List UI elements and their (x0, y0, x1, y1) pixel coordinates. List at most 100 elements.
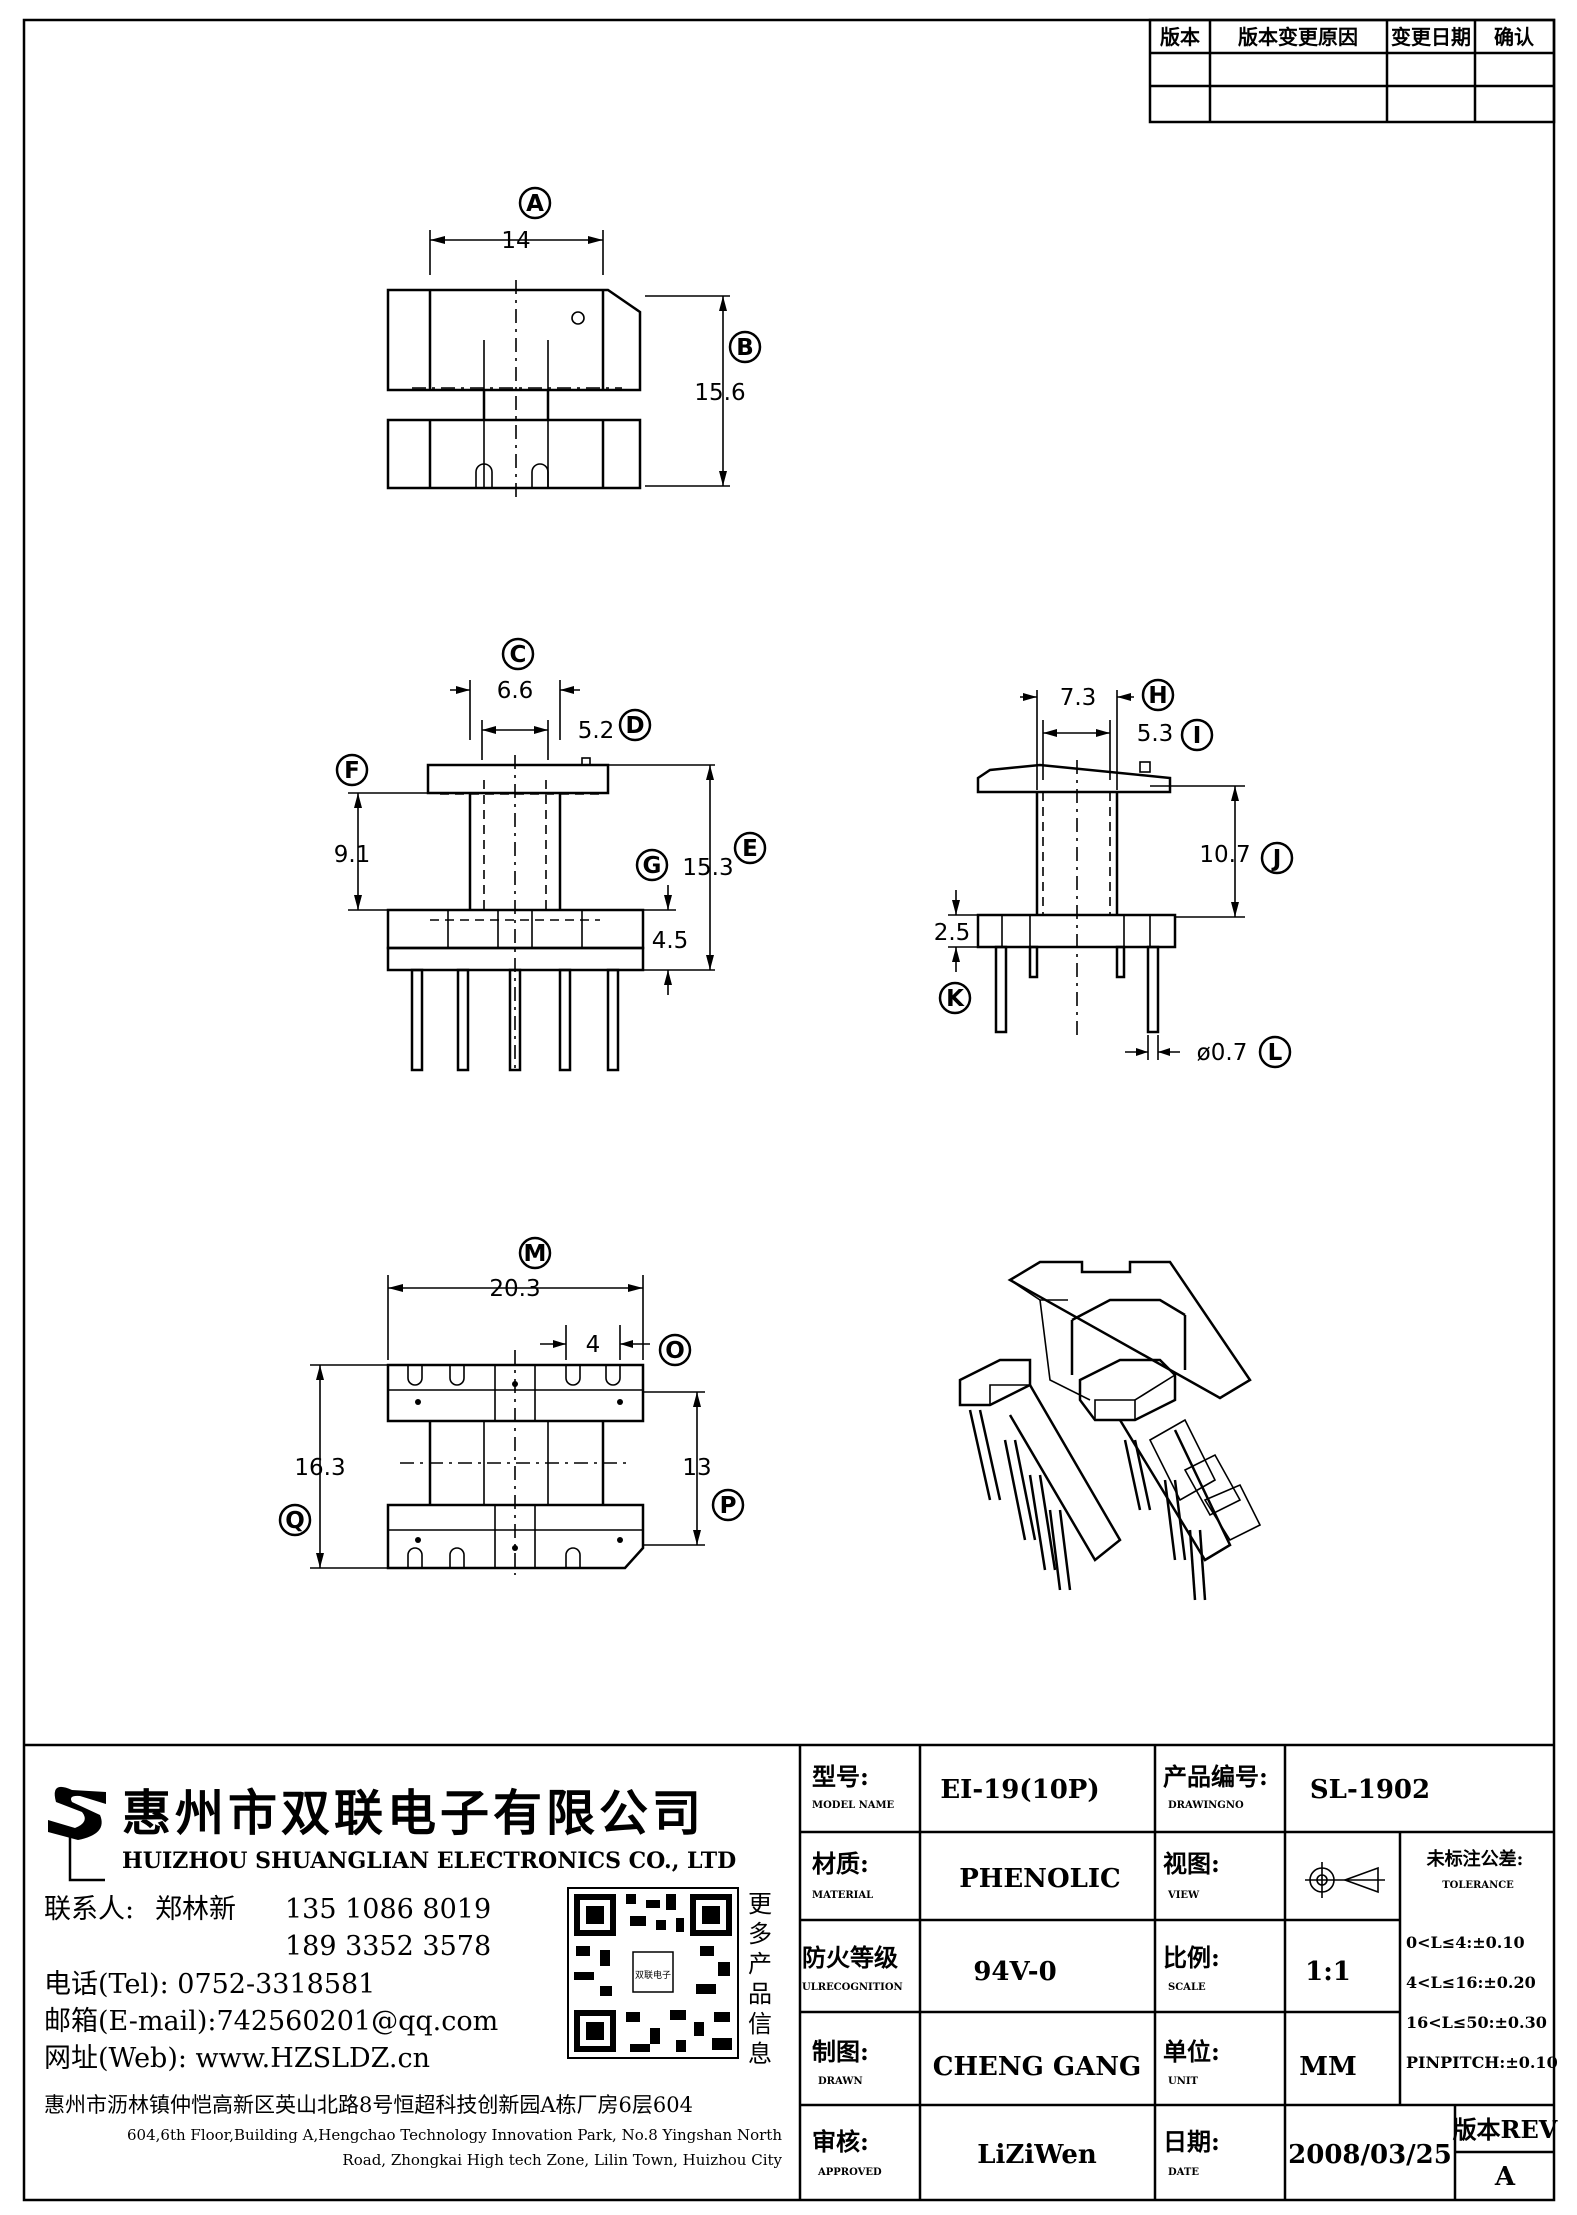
qr-caption-4: 品 (748, 1980, 772, 2008)
dim-F-value: 9.1 (334, 842, 371, 868)
rev-header-version: 版本 (1160, 25, 1200, 49)
qr-caption-5: 信 (748, 2010, 772, 2038)
unit-label-en: UNIT (1168, 2076, 1199, 2087)
model-value: EI-19(10P) (940, 1775, 1099, 1805)
drawing-frame (22, 18, 1556, 2202)
material-label-en: MATERIAL (812, 1890, 873, 1901)
dim-A-value: 14 (501, 228, 530, 254)
date-label: 日期: (1163, 2127, 1220, 2156)
side-view: 7.3 H 5.3 I 10.7 J (934, 678, 1294, 1069)
company-name-en: HUIZHOU SHUANGLIAN ELECTRONICS CO., LTD (122, 1848, 736, 1874)
dim-K-label: K (946, 986, 965, 1012)
company-block: 惠州市双联电子有限公司 HUIZHOU SHUANGLIAN ELECTRONI… (44, 1784, 783, 2169)
contact-phone-2: 189 3352 3578 (285, 1931, 491, 1962)
tolerance-label: 未标注公差: (1427, 1848, 1524, 1870)
fire-rating-label-en: ULRECOGNITION (802, 1982, 903, 1993)
dim-K-value: 2.5 (934, 920, 971, 946)
view-label: 视图: (1163, 1849, 1220, 1878)
dim-D-value: 5.2 (578, 718, 615, 744)
qr-caption-2: 多 (748, 1920, 772, 1948)
dim-O-label: O (665, 1338, 685, 1364)
dim-L-label: L (1268, 1040, 1283, 1066)
contact-name: 郑林新 (155, 1894, 236, 1925)
dim-D-label: D (625, 713, 644, 739)
tolerance-line-1: 0<L≤4:±0.10 (1406, 1933, 1525, 1952)
dim-A-label: A (526, 191, 544, 217)
drawn-label: 制图: (812, 2037, 869, 2066)
company-logo-l (68, 1835, 105, 1882)
isometric-view (958, 1260, 1262, 1601)
dim-C-label: C (510, 642, 527, 668)
company-name-cn: 惠州市双联电子有限公司 (122, 1784, 705, 1842)
dim-H-label: H (1148, 683, 1167, 709)
rev-label: 版本REV (1453, 2115, 1558, 2144)
model-label-en: MODEL NAME (812, 1800, 895, 1811)
date-value: 2008/03/25 (1288, 2140, 1452, 2170)
unit-value: MM (1299, 2052, 1357, 2082)
dim-F-label: F (344, 758, 360, 784)
fire-rating-label: 防火等级 (802, 1943, 898, 1972)
company-logo-s (48, 1786, 106, 1840)
projection-symbol-icon (1305, 1862, 1385, 1898)
scale-label-en: SCALE (1168, 1982, 1206, 1993)
dim-B-label: B (736, 335, 754, 361)
drawing-no-value: SL-1902 (1310, 1775, 1430, 1805)
dim-C-value: 6.6 (497, 678, 534, 704)
drawn-label-en: DRAWN (818, 2076, 863, 2087)
dim-Q-label: Q (285, 1508, 305, 1534)
rev-header-confirm: 确认 (1494, 25, 1535, 49)
dim-J-label: J (1271, 846, 1282, 872)
approved-value: LiZiWen (977, 2140, 1097, 2170)
dim-L-value: ø0.7 (1197, 1040, 1248, 1066)
approved-label: 审核: (812, 2127, 869, 2156)
drawing-no-label-en: DRAWINGNO (1168, 1800, 1244, 1811)
approved-label-en: APPROVED (817, 2167, 882, 2178)
qr-center-label: 双联电子 (635, 1969, 671, 1981)
fire-rating-value: 94V-0 (973, 1957, 1056, 1987)
qr-caption-6: 息 (748, 2040, 772, 2068)
material-value: PHENOLIC (959, 1864, 1120, 1894)
dim-M-label: M (524, 1241, 547, 1267)
contact-phone-1: 135 1086 8019 (285, 1894, 491, 1925)
top-view: 14 A 15.6 B (386, 186, 762, 500)
contact-tel: 电话(Tel): 0752-3318581 (44, 1969, 375, 2000)
revision-table: 版本 版本变更原因 变更日期 确认 (1148, 18, 1556, 124)
model-label: 型号: (812, 1762, 869, 1791)
dim-Q-value: 16.3 (294, 1455, 345, 1481)
scale-value: 1:1 (1305, 1957, 1351, 1987)
dim-P-label: P (720, 1493, 737, 1519)
scale-label: 比例: (1163, 1943, 1220, 1972)
front-view: C 6.6 5.2 D F (334, 637, 767, 1072)
tolerance-line-4: PINPITCH:±0.10 (1406, 2053, 1558, 2072)
dim-I-value: 5.3 (1137, 721, 1174, 747)
view-label-en: VIEW (1167, 1890, 1200, 1901)
material-label: 材质: (812, 1849, 869, 1878)
dim-H-value: 7.3 (1060, 685, 1097, 711)
dim-G-label: G (643, 853, 662, 879)
rev-header-date: 变更日期 (1391, 25, 1471, 49)
dim-I-label: I (1193, 723, 1202, 749)
tolerance-line-3: 16<L≤50:±0.30 (1406, 2013, 1547, 2032)
rev-header-reason: 版本变更原因 (1238, 25, 1358, 49)
dim-J-value: 10.7 (1199, 842, 1250, 868)
contact-email: 邮箱(E-mail):742560201@qq.com (44, 2006, 498, 2037)
drawn-value: CHENG GANG (933, 2052, 1141, 2082)
tolerance-line-2: 4<L≤16:±0.20 (1406, 1973, 1536, 1992)
dim-E-value: 15.3 (682, 855, 733, 881)
qr-code: 双联电子 (567, 1887, 739, 2059)
dim-B-value: 15.6 (694, 380, 745, 406)
title-block-table: 型号: MODEL NAME EI-19(10P) 产品编号: DRAWINGN… (800, 1745, 1558, 2200)
contact-web: 网址(Web): www.HZSLDZ.cn (44, 2043, 430, 2074)
dim-M-value: 20.3 (489, 1276, 540, 1302)
dim-O-value: 4 (586, 1332, 601, 1358)
qr-caption-1: 更 (748, 1890, 772, 1918)
address-en-line-2: Road, Zhongkai High tech Zone, Lilin Tow… (342, 2151, 782, 2169)
rev-value: A (1494, 2162, 1516, 2192)
contact-label: 联系人: (44, 1894, 134, 1925)
dim-E-label: E (742, 836, 758, 862)
qr-caption-3: 产 (748, 1950, 772, 1978)
dim-P-value: 13 (682, 1455, 711, 1481)
address-en-line-1: 604,6th Floor,Building A,Hengchao Techno… (127, 2126, 782, 2144)
tolerance-label-en: TOLERANCE (1442, 1880, 1514, 1891)
